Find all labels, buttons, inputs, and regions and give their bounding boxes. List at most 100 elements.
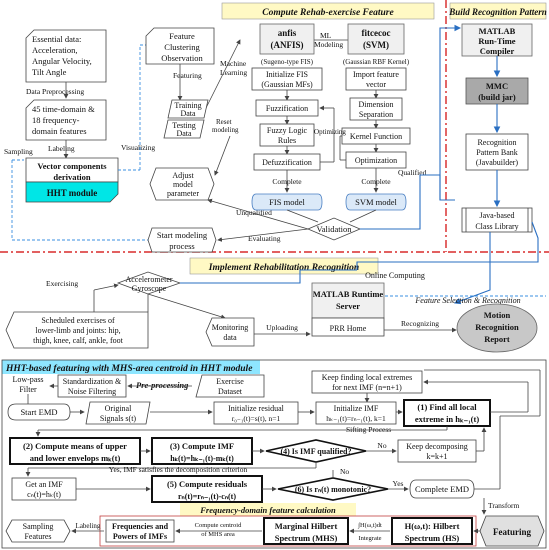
label-learning: Learning: [220, 68, 247, 77]
fis-model-box: FIS model: [251, 193, 323, 211]
label-optimizing: Optimizing: [314, 128, 346, 136]
svg-text:Java-based: Java-based: [479, 211, 514, 220]
feature-clustering-box: Feature Clustering Observation: [145, 27, 215, 65]
svg-text:lower-limb and joints: hip,: lower-limb and joints: hip,: [35, 326, 120, 335]
svg-text:Noise Filtering: Noise Filtering: [68, 387, 116, 396]
svg-text:45 time-domain &: 45 time-domain &: [32, 104, 95, 114]
svg-text:Complete EMD: Complete EMD: [415, 484, 469, 494]
svg-text:Vector components: Vector components: [37, 161, 107, 171]
svg-text:Gyroscope: Gyroscope: [132, 284, 167, 293]
freq-powers-box: Frequencies and Powers of IMFs: [105, 519, 175, 543]
svg-text:model: model: [173, 180, 194, 189]
scheduled-box: Scheduled exercises of lower-limb and jo…: [5, 311, 149, 349]
essential-data-box: Essential data: Acceleration, Angular Ve…: [25, 29, 107, 83]
svg-text:extreme in hₖ₋₁(t): extreme in hₖ₋₁(t): [415, 414, 479, 424]
kernel-box: Kernel Function: [341, 127, 411, 145]
label-yes: Yes: [393, 479, 404, 488]
svg-text:derivation: derivation: [53, 172, 91, 182]
svg-text:hₖ(t)=hₖ₋₁(t)-mₖ(t): hₖ(t)=hₖ₋₁(t)-mₖ(t): [170, 454, 234, 463]
svg-text:Server: Server: [336, 301, 360, 311]
label-unqualified: Unqualified: [236, 208, 272, 217]
svg-text:MMC: MMC: [486, 81, 508, 91]
svg-text:Optimization: Optimization: [355, 156, 397, 165]
svm-model-box: SVM model: [345, 193, 407, 211]
svg-text:Defuzzification: Defuzzification: [262, 158, 312, 167]
pattern-bank-box: Recognition Pattern Bank (Javabuilder): [465, 133, 529, 171]
svg-text:domain features: domain features: [32, 126, 87, 136]
start-emd-box: Start EMD: [7, 403, 71, 421]
label-visualizing: Visualizing: [121, 143, 155, 152]
get-imf-box: Get an IMF cₙ(t)=hₖ(t): [11, 477, 77, 501]
features-45-box: 45 time-domain & 18 frequency- domain fe…: [25, 99, 107, 141]
svg-text:FIS model: FIS model: [269, 197, 305, 207]
svg-text:(Javabuilder): (Javabuilder): [476, 158, 519, 167]
matlab-server-box: MATLAB Runtime Server: [311, 282, 385, 319]
svg-text:hₖ₋₁(t)=rₙ₋₁(t), k=1: hₖ₋₁(t)=rₙ₋₁(t), k=1: [326, 414, 386, 423]
svg-text:Dimension: Dimension: [358, 100, 393, 109]
svg-text:Recognition: Recognition: [477, 138, 516, 147]
exercise-dataset-box: Exercise Dataset: [195, 374, 265, 398]
mhs-box: Marginal Hilbert Spectrum (MHS): [263, 517, 349, 545]
label-exercising: Exercising: [46, 279, 78, 288]
fitcecoc-box: fitcecoc (SVM): [347, 23, 405, 55]
svg-text:Separation: Separation: [359, 110, 393, 119]
label-integrate: Integrate: [358, 535, 381, 542]
svg-text:Initialize FIS: Initialize FIS: [266, 70, 308, 79]
init-imf-box: Initialize IMF hₖ₋₁(t)=rₙ₋₁(t), k=1: [315, 401, 397, 425]
svg-text:Report: Report: [484, 334, 510, 344]
svg-text:Pattern Bank: Pattern Bank: [476, 148, 518, 157]
svg-text:Get an IMF: Get an IMF: [25, 480, 63, 489]
monitoring-box: Monitoring data: [205, 317, 255, 347]
svg-text:(1) Find all local: (1) Find all local: [417, 402, 477, 412]
svg-text:(Gaussian MFs): (Gaussian MFs): [261, 80, 313, 89]
compute-header: Compute Rehab-exercise Feature: [221, 2, 435, 20]
svg-text:Essential data:: Essential data:: [32, 34, 81, 44]
svg-text:Adjust: Adjust: [172, 171, 194, 180]
svg-text:process: process: [169, 241, 195, 251]
orig-signals-box: Original Signals s(t): [85, 401, 151, 425]
label-data-preprocessing: Data Preprocessing: [26, 87, 84, 96]
svg-text:and lower envelops mₖ(t): and lower envelops mₖ(t): [30, 453, 121, 463]
label-labeling-bottom: Labeling: [76, 522, 101, 530]
svg-text:Class Library: Class Library: [475, 222, 518, 231]
svg-text:Standardization &: Standardization &: [63, 377, 122, 386]
svg-text:Implement Rehabilitation Recog: Implement Rehabilitation Recognition: [208, 263, 359, 273]
svg-text:anfis: anfis: [278, 28, 297, 38]
svg-text:Original: Original: [105, 404, 132, 413]
anfis-box: anfis (ANFIS): [259, 23, 315, 55]
motion-report-node: Motion Recognition Report: [456, 303, 538, 353]
init-residual-box: Initialize residual r₀₋₁(t)=s(t), n=1: [213, 401, 299, 425]
svg-text:(3) Compute IMF: (3) Compute IMF: [170, 441, 234, 451]
svg-text:HHT-based featuring with MHS-a: HHT-based featuring with MHS-area centro…: [5, 364, 253, 374]
dimension-box: Dimension Separation: [349, 97, 403, 121]
lowpass-box: Low-pass Filter: [12, 375, 43, 394]
label-reset: Reset: [216, 118, 232, 126]
mmc-box: MMC (build jar): [465, 77, 529, 105]
hht-module-box: HHT module: [25, 181, 119, 203]
svg-text:Marginal Hilbert: Marginal Hilbert: [275, 521, 338, 531]
matlab-compiler-box: MATLAB Run-Time Compiler: [461, 23, 533, 57]
svg-text:Clustering: Clustering: [164, 42, 200, 52]
svg-text:Spectrum (HS): Spectrum (HS): [405, 533, 460, 543]
svg-text:Import feature: Import feature: [353, 70, 399, 79]
label-modeling: modeling: [212, 126, 239, 134]
java-lib-box: Java-based Class Library: [461, 207, 533, 233]
label-uploading: Uploading: [266, 323, 298, 332]
svg-text:Start modeling: Start modeling: [157, 230, 208, 240]
svg-text:for next IMF (n=n+1): for next IMF (n=n+1): [332, 383, 402, 392]
fuzzy-rules-box: Fuzzy Logic Rules: [259, 123, 315, 147]
defuzz-box: Defuzzification: [253, 153, 321, 171]
svg-text:Build Recognition Pattern: Build Recognition Pattern: [448, 7, 547, 17]
svg-text:Monitoring: Monitoring: [212, 323, 248, 332]
training-data-box: Training Data: [167, 99, 209, 119]
adjust-model-box: Adjust model parameter: [149, 167, 215, 201]
label-gaussian-rbf: (Gaussian RBF Kernel): [343, 58, 410, 66]
label-no-2: No: [340, 467, 349, 476]
label-integrate-formula: ∫H(ω,t)dt: [357, 522, 382, 529]
svg-text:cₙ(t)=hₖ(t): cₙ(t)=hₖ(t): [27, 490, 61, 499]
svg-text:Keep decomposing: Keep decomposing: [406, 442, 468, 451]
testing-data-box: Testing Data: [163, 119, 205, 139]
svg-text:(build jar): (build jar): [478, 92, 516, 102]
fuzzification-box: Fuzzification: [255, 99, 319, 117]
